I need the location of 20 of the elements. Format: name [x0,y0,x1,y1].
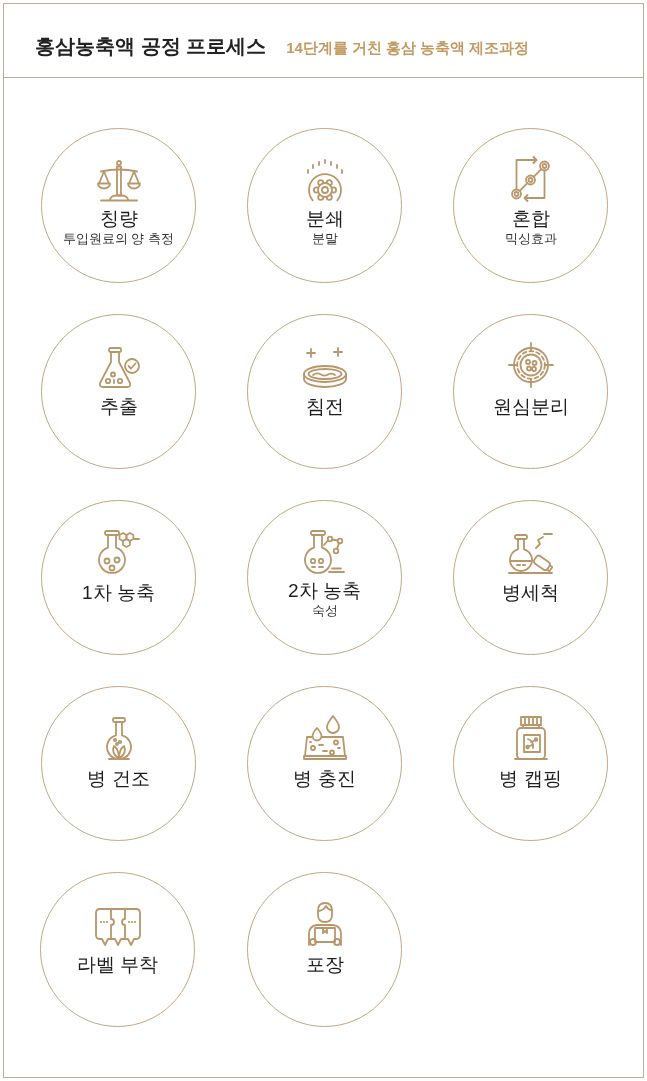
step-note: 믹싱효과 [504,231,557,247]
step-note: 분말 [311,231,338,247]
step-title: 라벨 부착 [76,954,159,976]
step-title: 추출 [99,396,138,418]
step-title: 분쇄 [305,208,344,230]
title: 홍삼농축액 공정 프로세스 [35,34,267,59]
step-title: 병 캡핑 [499,768,562,790]
step-title: 병세척 [502,582,559,604]
subtitle: 14단계를 거친 홍삼 농축액 제조과정 [286,38,530,58]
step-title: 침전 [305,396,344,418]
step-title: 혼합 [511,208,550,230]
step-title: 1차 농축 [82,582,155,604]
step-note: 숙성 [311,603,338,619]
step-title: 칭량 [99,208,138,230]
step-title: 병 충진 [293,768,356,790]
step-title: 포장 [305,954,344,976]
step-note: 투입원료의 양 측정 [62,231,175,247]
step-title: 2차 농축 [288,580,361,602]
step-title: 병 건조 [87,768,150,790]
step-title: 원심분리 [492,396,569,418]
